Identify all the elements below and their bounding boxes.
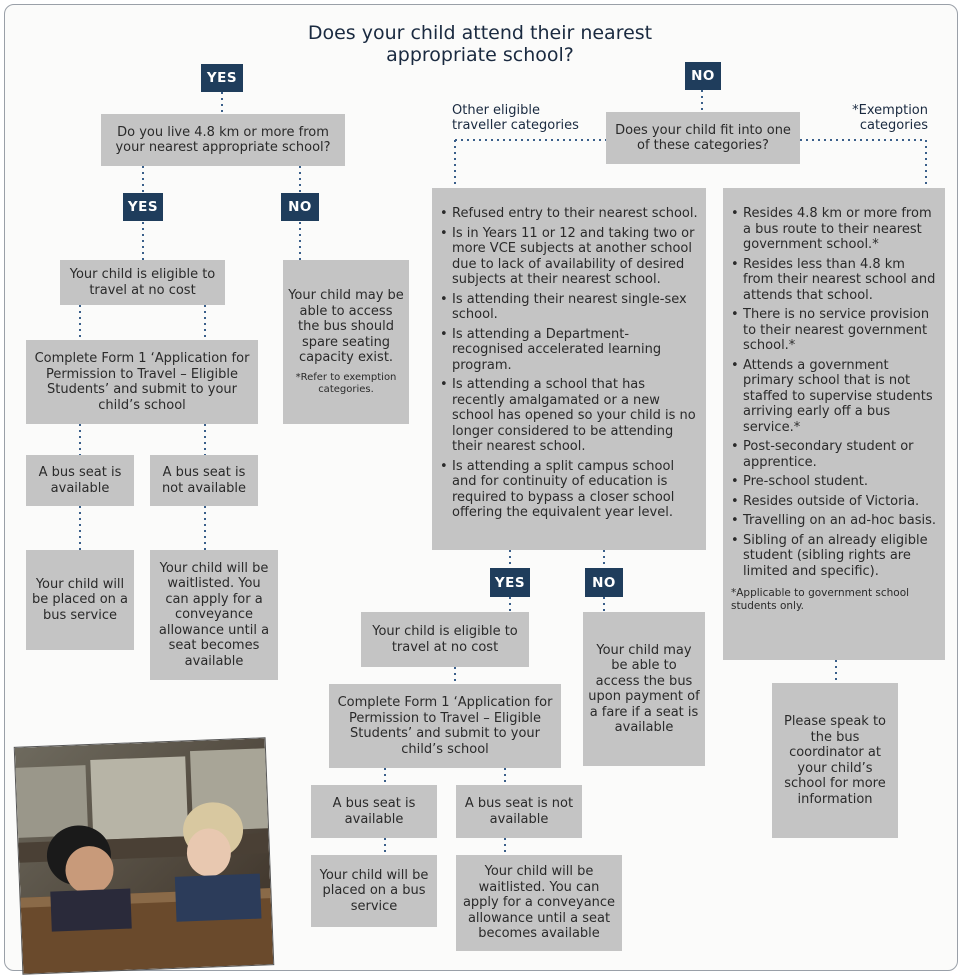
other-category-item: Refused entry to their nearest school. — [440, 206, 698, 222]
may-access-text: Your child may be able to access the bus… — [288, 288, 404, 366]
exemption-item: Resides 4.8 km or more from a bus route … — [731, 206, 937, 253]
exemption-item: Sibling of an already eligible student (… — [731, 533, 937, 580]
seat-available-box-right: A bus seat is available — [311, 785, 437, 838]
other-category-item: Is attending their nearest single-sex sc… — [440, 292, 698, 323]
exemption-item: Resides less than 4.8 km from their near… — [731, 257, 937, 304]
other-categories-label: Other eligible traveller categories — [452, 103, 579, 133]
complete-form-box-left: Complete Form 1 ‘Application for Permiss… — [26, 340, 258, 424]
exemption-item: Pre-school student. — [731, 474, 937, 490]
other-category-item: Is attending a school that has recently … — [440, 377, 698, 455]
exemption-item: Travelling on an ad-hoc basis. — [731, 513, 937, 529]
no-tag-categories: NO — [585, 568, 623, 597]
other-category-item: Is attending a Department-recognised acc… — [440, 327, 698, 374]
no-tag-distance: NO — [281, 193, 319, 221]
may-access-box: Your child may be able to access the bus… — [283, 260, 409, 424]
may-access-fare-box: Your child may be able to access the bus… — [583, 612, 705, 766]
yes-tag-distance: YES — [123, 193, 163, 221]
other-categories-list: Refused entry to their nearest school. I… — [432, 188, 706, 550]
diagram-title: Does your child attend their nearest app… — [307, 22, 653, 66]
yes-tag-categories: YES — [490, 568, 530, 597]
seat-available-box-left: A bus seat is available — [26, 455, 134, 506]
exemption-item: Post-secondary student or apprentice. — [731, 439, 937, 470]
placed-box-left: Your child will be placed on a bus servi… — [26, 550, 134, 650]
eligible-box-right: Your child is eligible to travel at no c… — [361, 612, 529, 667]
waitlisted-box-right: Your child will be waitlisted. You can a… — [456, 855, 622, 951]
other-category-item: Is attending a split campus school and f… — [440, 459, 698, 521]
speak-coordinator-box: Please speak to the bus coordinator at y… — [772, 683, 898, 838]
seat-not-available-box-right: A bus seat is not available — [456, 785, 582, 838]
exemption-categories-label: *Exemption categories — [852, 103, 928, 133]
categories-question-box: Does your child fit into one of these ca… — [606, 112, 800, 164]
students-on-bus-photo — [13, 737, 275, 975]
complete-form-box-right: Complete Form 1 ‘Application for Permiss… — [329, 684, 561, 768]
exemption-item: There is no service provision to their n… — [731, 307, 937, 354]
distance-question-box: Do you live 4.8 km or more from your nea… — [101, 114, 345, 166]
eligible-box-left: Your child is eligible to travel at no c… — [60, 260, 225, 305]
seat-not-available-box-left: A bus seat is not available — [150, 455, 258, 506]
other-category-item: Is in Years 11 or 12 and taking two or m… — [440, 226, 698, 288]
exemption-item: Attends a government primary school that… — [731, 358, 937, 436]
exemption-note: *Applicable to government school student… — [731, 587, 910, 612]
refer-note: *Refer to exemption categories. — [295, 371, 397, 395]
exemption-item: Resides outside of Victoria. — [731, 494, 937, 510]
exemption-categories-list: Resides 4.8 km or more from a bus route … — [723, 188, 945, 660]
yes-tag-main: YES — [201, 64, 243, 92]
waitlisted-box-left: Your child will be waitlisted. You can a… — [150, 550, 278, 680]
no-tag-main: NO — [685, 62, 721, 90]
placed-box-right: Your child will be placed on a bus servi… — [311, 855, 437, 927]
